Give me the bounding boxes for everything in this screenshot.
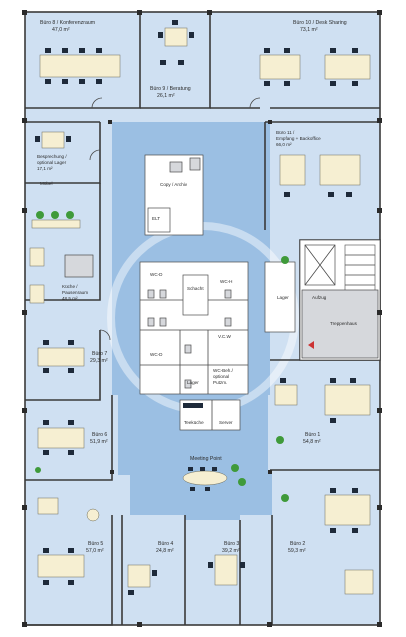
label-wc-beh-2: optional [213, 374, 229, 379]
label-buero11-2: Empfang + Backoffice [276, 136, 321, 141]
area-buero1: 54,8 m² [303, 439, 321, 445]
area-buero9: 26,1 m² [157, 93, 175, 99]
label-buero1: Büro 1 [305, 432, 320, 438]
label-kueche-1: Küche / [62, 284, 78, 289]
label-teekueche: Teeküche [184, 420, 204, 425]
area-buero2: 59,3 m² [288, 548, 306, 554]
room-treppenhaus [299, 239, 381, 361]
label-elt: ELT [152, 216, 160, 221]
area-buero6: 51,9 m² [90, 439, 108, 445]
room-copy-archiv [144, 154, 204, 236]
label-wc-beh-1: WC-Beh./ [213, 368, 234, 373]
area-buero5: 57,0 m² [86, 548, 104, 554]
label-buero5: Büro 5 [88, 541, 103, 547]
label-besprechung-2: optional Lager [37, 160, 67, 165]
room-teekueche-server [179, 399, 241, 431]
label-buero10: Büro 10 / Desk Sharing [293, 20, 347, 26]
area-buero4: 24,8 m² [156, 548, 174, 554]
label-server: Server [219, 420, 233, 425]
label-wc-d1: WC-D [150, 272, 163, 277]
area-buero8: 47,0 m² [52, 27, 70, 33]
label-lager-core: Lager [187, 380, 199, 385]
pillars [22, 10, 382, 627]
label-buero8: Büro 8 / Konferenzraum [40, 20, 95, 26]
label-moebel: Möbel [40, 181, 53, 186]
label-wc-beh-3: Putzm. [213, 380, 227, 385]
label-aufzug: Aufzug [312, 295, 327, 300]
label-besprechung-1: Besprechung / [37, 154, 67, 159]
label-schacht: Schacht [187, 286, 204, 291]
area-buero11: 66,0 m² [276, 142, 292, 147]
area-kueche: 48,5 m² [62, 296, 78, 301]
area-buero7: 29,3 m² [90, 358, 108, 364]
label-wc-h: WC-H [220, 279, 233, 284]
room-buero10 [210, 97, 380, 109]
label-vcw: V.C.W [218, 334, 232, 339]
area-buero3: 39,2 m² [222, 548, 240, 554]
label-buero9: Büro 9 / Beratung [150, 86, 191, 92]
label-copy: Copy / Archiv [160, 182, 188, 187]
label-buero7: Büro 7 [92, 351, 107, 357]
label-lager: Lager [277, 295, 289, 300]
label-wc-d2: WC-D [150, 352, 163, 357]
area-besprechung: 17,1 m² [37, 166, 53, 171]
room-wc-core [139, 261, 249, 395]
label-treppenhaus: Treppenhaus [330, 321, 358, 326]
label-kueche-2: Pausenraum [62, 290, 88, 295]
label-buero4: Büro 4 [158, 541, 173, 547]
label-buero11-1: Büro 11 / [276, 130, 295, 135]
label-buero6: Büro 6 [92, 432, 107, 438]
furniture [29, 20, 374, 595]
label-meeting: Meeting Point [190, 456, 222, 462]
room-labels: Büro 8 / Konferenzraum 47,0 m² Büro 9 / … [37, 20, 358, 554]
label-buero2: Büro 2 [290, 541, 305, 547]
area-buero10: 73,1 m² [300, 27, 318, 33]
label-buero3: Büro 3 [224, 541, 239, 547]
